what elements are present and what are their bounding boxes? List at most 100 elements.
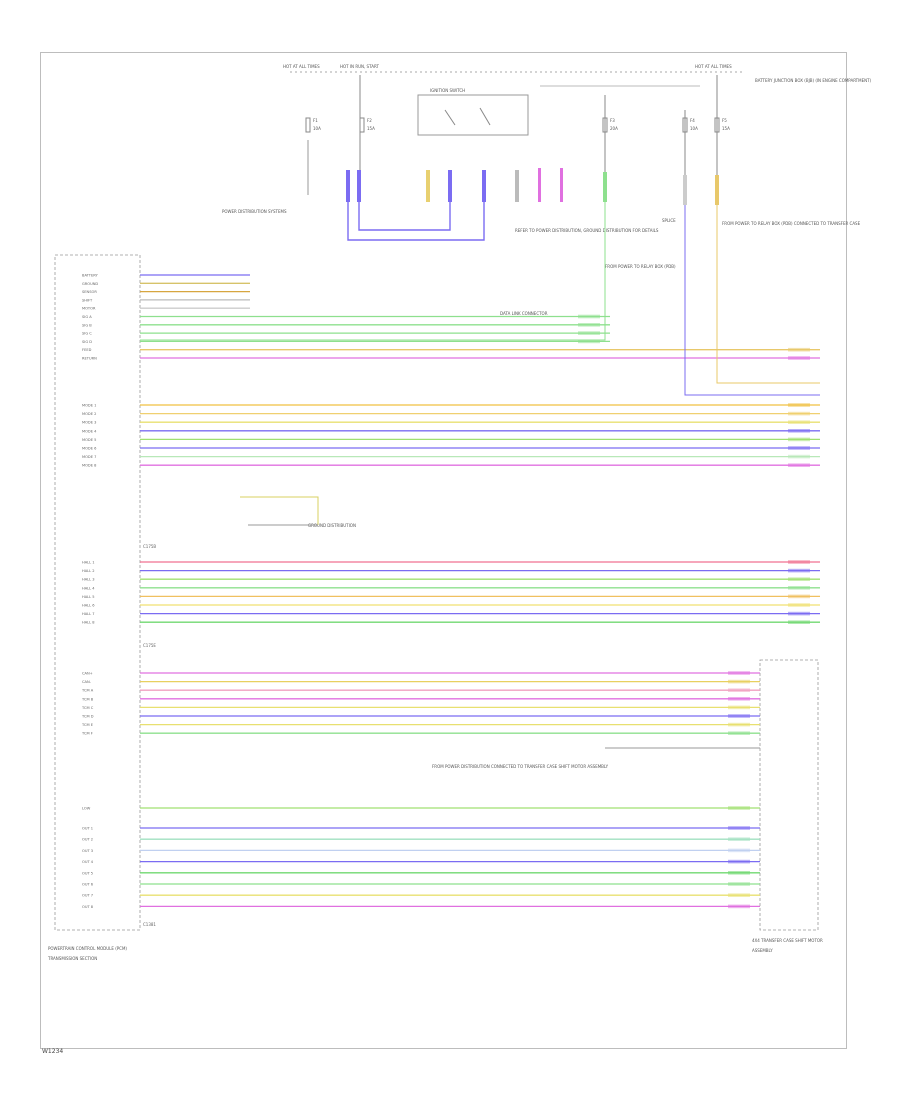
pin-label: TCM A bbox=[81, 689, 94, 693]
blue-tie bbox=[684, 205, 820, 396]
note-power-distribution: POWER DISTRIBUTION SYSTEMS bbox=[222, 209, 287, 214]
pin-label: MODE 3 bbox=[82, 421, 96, 425]
connector-label-1: C175B bbox=[143, 544, 156, 549]
stub-yellow-2 bbox=[715, 175, 719, 205]
pin-label: TCM F bbox=[81, 732, 93, 736]
wire-color-tag bbox=[788, 411, 810, 416]
wire-color-tag bbox=[788, 437, 810, 442]
note-wiring-center: FROM POWER TO RELAY BOX (PDB) bbox=[605, 264, 676, 269]
ignition-contact-2 bbox=[479, 107, 491, 126]
pin-label: HALL 8 bbox=[82, 621, 95, 625]
diagram-frame bbox=[40, 52, 847, 1049]
wire-color-tag bbox=[578, 339, 600, 344]
pin-label: HALL 7 bbox=[82, 612, 95, 616]
stub-blue-3 bbox=[448, 170, 452, 202]
pin-label: MODE 8 bbox=[82, 464, 97, 468]
fuse-label: F4 bbox=[690, 118, 695, 123]
pin-label: MOTOR bbox=[82, 307, 96, 311]
label-hot-at-all-times-right: HOT AT ALL TIMES bbox=[695, 64, 732, 69]
pin-label: MODE 7 bbox=[82, 455, 96, 459]
wire-color-tag bbox=[728, 697, 750, 701]
pin-label: RETURN bbox=[82, 357, 97, 361]
stub-blue-1 bbox=[346, 170, 350, 202]
blue-loop bbox=[347, 202, 485, 241]
pin-label: TCM B bbox=[81, 697, 94, 701]
note-splice: SPLICE bbox=[662, 218, 676, 223]
pin-label: SIG D bbox=[82, 340, 92, 344]
pin-label: FEED bbox=[82, 348, 92, 352]
fuse-rating: 20A bbox=[610, 126, 618, 131]
pcm-module-outline bbox=[54, 254, 141, 931]
wire-color-tag bbox=[578, 323, 600, 327]
pin-label: HALL 5 bbox=[82, 595, 95, 599]
pin-label: HALL 4 bbox=[82, 586, 95, 590]
pin-label: MODE 2 bbox=[82, 412, 96, 416]
twisted-pair-bracket bbox=[240, 496, 319, 525]
pin-label: OUT 2 bbox=[82, 838, 93, 842]
fuse-body bbox=[359, 117, 365, 133]
wire-color-tag bbox=[728, 688, 750, 692]
ignition-contact-1 bbox=[444, 109, 456, 126]
wire-color-tag bbox=[728, 893, 750, 897]
note-ground: GROUND DISTRIBUTION bbox=[308, 523, 356, 528]
fuse-rating: 10A bbox=[313, 126, 321, 131]
note-data-link: DATA LINK CONNECTOR bbox=[500, 311, 548, 316]
pin-label: MODE 6 bbox=[82, 447, 97, 451]
fuse-1: F1 10A bbox=[305, 117, 321, 133]
wire-color-tag bbox=[728, 882, 750, 886]
fuse-label: F1 bbox=[313, 118, 318, 123]
pin-label: BATTERY bbox=[82, 274, 99, 278]
pcm-module-sub: TRANSMISSION SECTION bbox=[47, 956, 97, 961]
wire-color-tag bbox=[728, 871, 750, 875]
wire-color-tag bbox=[788, 568, 810, 573]
wire-color-tag bbox=[788, 560, 810, 564]
pin-label: OUT 6 bbox=[82, 883, 94, 887]
wire-color-tag bbox=[728, 722, 750, 727]
wire-color-tag bbox=[788, 429, 810, 433]
wire-color-tag bbox=[788, 577, 810, 581]
wire-color-tag bbox=[728, 859, 750, 864]
wire-color-tag bbox=[728, 714, 750, 718]
wire-color-tag bbox=[728, 904, 750, 909]
note-wiring-right: FROM POWER TO RELAY BOX (PDB) CONNECTED … bbox=[722, 221, 861, 226]
pin-label: SIG A bbox=[82, 315, 92, 319]
wire-color-tag bbox=[788, 594, 810, 599]
pin-label: GROUND bbox=[82, 282, 98, 286]
green-tie bbox=[140, 202, 606, 341]
wire-color-tag bbox=[788, 446, 810, 450]
pin-label: TCM D bbox=[81, 715, 94, 719]
wire-color-tag bbox=[788, 454, 810, 459]
label-hot-at-all-times: HOT AT ALL TIMES bbox=[283, 64, 320, 69]
note-wiring-left: REFER TO POWER DISTRIBUTION, GROUND DIST… bbox=[515, 228, 659, 233]
pin-label: OUT 8 bbox=[82, 905, 94, 909]
transfer-case-module-sub: ASSEMBLY bbox=[752, 948, 773, 953]
wire-color-tag bbox=[788, 611, 810, 616]
pin-label: SHIFT bbox=[82, 298, 93, 302]
pin-label: HALL 1 bbox=[82, 561, 95, 565]
wire-color-tag bbox=[728, 679, 750, 684]
pin-label: HALL 2 bbox=[82, 569, 95, 573]
pin-label: OUT 1 bbox=[82, 827, 93, 831]
fuse-label: F3 bbox=[610, 118, 615, 123]
wire-color-tag bbox=[728, 731, 750, 735]
pin-label: HALL 6 bbox=[82, 604, 95, 608]
pin-label: TCM C bbox=[81, 706, 94, 710]
ignition-switch-box bbox=[417, 94, 529, 136]
fuse-label: F2 bbox=[367, 118, 372, 123]
label-hot-in-run: HOT IN RUN, START bbox=[340, 64, 379, 69]
wire-color-tag bbox=[788, 420, 810, 424]
wire-color-tag bbox=[728, 826, 750, 830]
stub-grey-1 bbox=[515, 170, 519, 202]
note-mid: FROM POWER DISTRIBUTION CONNECTED TO TRA… bbox=[432, 764, 609, 769]
blue-loop-2 bbox=[358, 202, 451, 231]
pin-label: SENSOR bbox=[82, 290, 97, 294]
wire-color-tag bbox=[728, 705, 750, 710]
wire-color-tag bbox=[788, 463, 810, 467]
pin-label: MODE 5 bbox=[82, 438, 96, 442]
stub-blue-2 bbox=[357, 170, 361, 202]
stub-yellow-1 bbox=[426, 170, 430, 202]
label-ignition-switch: IGNITION SWITCH bbox=[430, 88, 465, 93]
connector-label-3: C1381 bbox=[143, 922, 156, 927]
